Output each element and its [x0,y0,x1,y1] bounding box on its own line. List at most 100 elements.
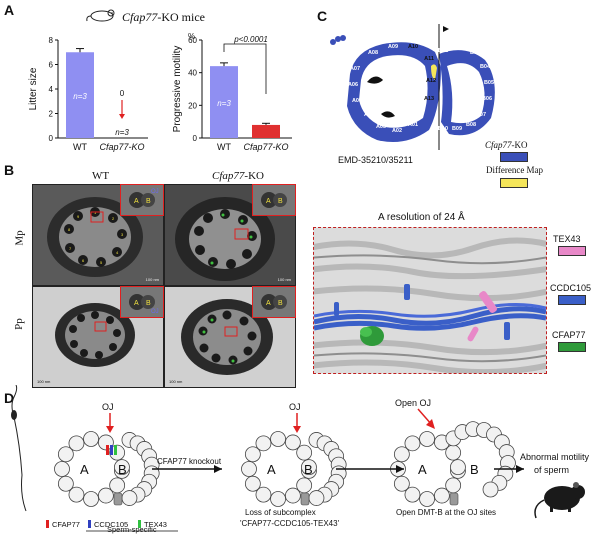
oj-label-1: OJ [102,402,114,412]
protofilament-circle [270,431,286,447]
legend-tex43: TEX43 [144,520,167,529]
y-tick-label: 6 [49,61,54,70]
protofilament-circle [404,486,421,503]
svg-text:OJ: OJ [151,309,159,315]
protein-legend-tex43-swatch [558,246,586,256]
micrograph-wt-pp: 100 nm [32,286,164,388]
structure-view [313,227,547,374]
protein-legend-cfap77-label: CFAP77 [552,330,586,340]
protofilament-circle [57,446,74,463]
open-caption: Open DMT-B at the OJ sites [396,508,497,517]
x-tick-label: Cfap77-KO [243,142,288,152]
protofilament-label: B07 [476,112,486,118]
protofilament-circle [296,444,313,461]
significance-bracket [223,43,267,94]
protofilament-label: A06 [348,82,358,88]
svg-text:7: 7 [69,246,72,251]
legend-label-ko: Cfap77-KO [485,140,528,150]
loss-caption-line1: Loss of subcomplex [245,508,316,517]
col-label-ko: Cfap77-KO [212,170,264,182]
tubule-b-3: B [470,462,479,477]
y-tick-label: 20 [188,101,197,110]
protofilament-label: B03 [470,50,480,56]
nexin-link [449,492,459,506]
protofilament-circle [255,486,272,503]
nexin-link [113,492,123,506]
protofilament-circle [114,459,130,476]
y-axis-label: Progressive motility [172,46,183,133]
protofilament-label: B10 [438,126,448,132]
panel-d-letter: D [4,390,15,406]
svg-text:B: B [146,300,151,307]
protofilament-label: A02 [392,128,402,134]
protofilament-label: B05 [484,80,494,86]
protofilament-circle [83,431,99,447]
sperm-specific-label: Sperm-specific [107,525,157,534]
tubule-b-2: B [304,462,313,477]
svg-text:2: 2 [112,216,115,221]
protofilament-label: A12 [426,78,436,84]
legend-swatch-ko [500,152,528,162]
protofilament-circle [284,487,301,504]
n-label: n=3 [259,148,273,157]
model-diagram [11,385,585,532]
x-tick-label: Cfap77-KO [99,142,144,152]
svg-text:A: A [266,300,271,307]
legend-swatch-diff [500,178,528,188]
scale-bar: 100 nm [37,379,51,384]
protofilament-label: A05 [352,98,362,104]
bar-0 [66,52,94,138]
y-tick-label: 0 [193,134,198,143]
protofilament-label: A09 [388,44,398,50]
x-tick-label: WT [217,142,231,152]
protofilament-circle [419,491,435,507]
n-label: n=3 [115,128,129,137]
svg-text:A: A [266,198,271,205]
protofilament-circle [109,444,126,461]
protofilament-label: A01 [408,122,418,128]
x-tick-label: WT [73,142,87,152]
svg-text:4: 4 [116,250,119,255]
protofilament-circle [404,435,421,452]
nexin-link [300,492,310,506]
y-tick-label: 0 [49,134,54,143]
scale-bar: 100 nm [169,379,183,384]
legend-label-diff: Difference Map [486,165,544,175]
protofilament-label: B09 [452,126,462,132]
emd-label: EMD-35210/35211 [338,155,413,165]
y-tick-label: 4 [49,85,54,94]
svg-text:9: 9 [77,214,80,219]
protofilament-label: B02 [454,44,464,50]
tubule-a-3: A [418,462,427,477]
svg-text:6: 6 [82,258,85,263]
svg-text:B: B [278,198,283,205]
arrow-label-knockout: CFAP77 knockout [157,457,222,466]
protofilament-circle [241,461,257,477]
protein-legend-tex43-label: TEX43 [553,234,581,244]
y-axis-label: Litter size [28,67,39,110]
y-tick-label: 40 [188,69,197,78]
protofilament-circle [244,446,261,463]
col-label-wt: WT [92,170,110,182]
protofilament-label: A07 [350,66,360,72]
resolution-title: A resolution of 24 Å [378,212,465,223]
protofilament-circle [54,461,70,477]
protofilament-circle [450,459,466,476]
protofilament-label: A10 [408,44,418,50]
protofilament-circle [57,475,74,492]
panel-b-letter: B [4,162,15,178]
protofilament-label: B06 [482,96,492,102]
protofilament-circle [308,490,325,506]
y-unit-label: % [188,32,195,41]
loss-caption-line2: 'CFAP77-CCDC105-TEX43' [240,519,340,528]
protofilament-circle [419,431,435,447]
protofilament-circle [121,490,138,506]
row-label-pp: Pp [12,318,25,330]
legend-cfap77: CFAP77 [52,520,80,529]
zero-annotation: 0 [120,89,125,98]
protofilament-circle [97,487,114,504]
